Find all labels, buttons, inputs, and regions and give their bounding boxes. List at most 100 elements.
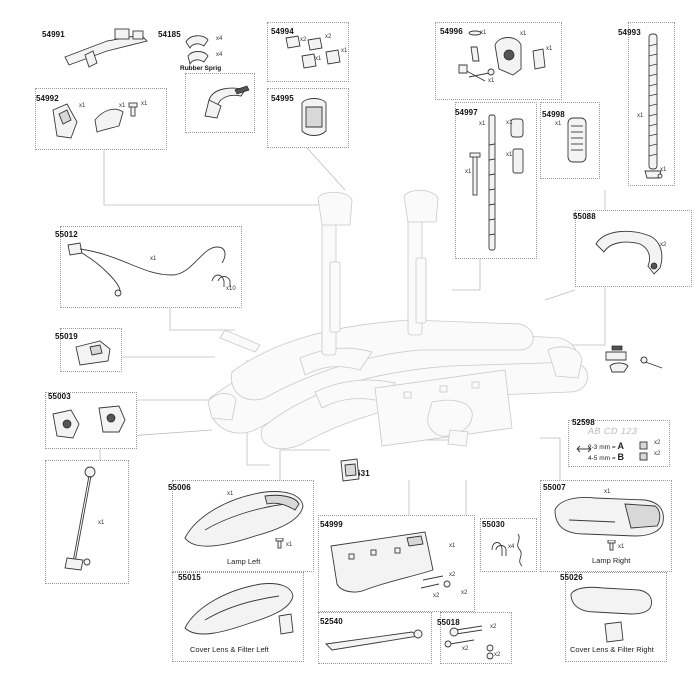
spacer-letter-b: B [617,452,624,462]
qty-55012-a: x1 [150,256,157,262]
grip-pad-icon [567,117,587,163]
part-box-55026 [565,572,667,662]
strap-cover-icon [301,98,327,136]
qty-54999-c: x2 [433,593,440,599]
bolt-set-icon [444,625,494,660]
qty-54994-b: x2 [325,34,332,40]
carrier-frame [207,189,589,449]
qty-54993-a: x1 [637,113,644,119]
qty-55088-a: x2 [660,242,667,248]
part-number-52540: 52540 [320,617,343,626]
spacer-line-b: 4-5 mm = B [588,452,624,462]
part-number-54991: 54991 [42,30,65,39]
frame-holder-icon [52,102,138,139]
part-number-55012: 55012 [55,230,78,239]
part-box-55018 [440,612,512,664]
part-number-54185: 54185 [158,30,181,39]
screw-icon [607,540,616,551]
part-number-54993: 54993 [618,28,641,37]
qty-54997-a: x1 [479,121,486,127]
part-number-55015: 55015 [178,573,201,582]
qty-54996-d: x1 [488,78,495,84]
part-number-54992: 54992 [36,94,59,103]
cover-lens-right-icon [570,586,652,643]
qty-54996-b: x1 [520,31,527,37]
lamp-right-icon [554,497,664,537]
qty-54185-b: x4 [216,52,223,58]
locking-rod-icon [64,466,96,571]
qty-rod-a: x1 [98,520,105,526]
part-number-55018: 55018 [437,618,460,627]
qty-55007-b: x1 [618,544,625,550]
part-box-55088 [575,210,692,287]
strap-ratchet-icon [204,85,250,119]
qty-54997-b: x1 [506,120,513,126]
part-box-55012 [60,226,242,308]
wiring-harness-icon [67,242,231,297]
spacer-line-a: 2-3 mm = A [588,441,624,451]
label-cover-lens-left: Cover Lens & Filter Left [190,645,269,654]
qty-54994-a: x2 [300,37,307,43]
qty-54997-c: x1 [506,152,513,158]
end-cap-icon [75,340,111,366]
plate-text-sample: AB CD 123 [587,426,639,436]
part-number-54998: 54998 [542,110,565,119]
lock-keys-small [605,345,663,373]
fuse-box-icon [340,458,360,482]
part-number-55007: 55007 [543,483,566,492]
clamp-rail-icon [64,28,148,68]
plate-holder-icon [330,531,451,593]
qty-55006-b: x1 [286,542,293,548]
spacer-letter-a: A [617,441,624,451]
qty-54999-b: x2 [449,572,456,578]
qty-54992-a: x1 [79,103,86,109]
part-number-55019: 55019 [55,332,78,341]
qty-54992-c: x1 [141,101,148,107]
part-number-54995: 54995 [271,94,294,103]
qty-55018-a: x2 [490,624,497,630]
qty-54999-a: x1 [449,543,456,549]
part-number-55006: 55006 [168,483,191,492]
label-rubber-spring: Rubber Sprig [180,65,222,72]
qty-52598-b: x2 [654,451,661,457]
qty-54997-d: x1 [465,169,472,175]
label-lamp-right: Lamp Right [592,556,631,565]
threaded-rod-icon [644,33,663,179]
qty-52598-a: x2 [654,440,661,446]
qty-54996-a: x1 [480,30,487,36]
qty-55012-b: x10 [226,286,236,292]
part-number-55003: 55003 [48,392,71,401]
qty-54998-a: x1 [555,121,562,127]
qty-54996-c: x1 [546,46,553,52]
lock-bar-icon [325,629,423,651]
qty-54185-a: x4 [216,36,223,42]
rubber-spring-icon [185,35,209,66]
qty-54994-c: x1 [315,56,322,62]
label-cover-lens-right: Cover Lens & Filter Right [570,645,654,654]
thickness-arrow-icon [576,445,592,453]
spacer-line-a-text: 2-3 mm = [588,444,618,451]
cover-lens-left-icon [184,583,294,635]
spacer-icon [639,441,648,461]
lock-cylinder-keys-icon [458,30,546,82]
qty-55030-a: x4 [508,544,515,550]
qty-54999-d: x2 [461,590,468,596]
part-box-52598 [568,420,670,467]
qty-54992-b: x1 [119,103,126,109]
qty-55006-a: x1 [227,491,234,497]
part-number-54997: 54997 [455,108,478,117]
qty-55007-a: x1 [604,489,611,495]
part-number-54999: 54999 [320,520,343,529]
part-number-54994: 54994 [271,27,294,36]
part-number-55030: 55030 [482,520,505,529]
lamp-left-icon [184,491,304,547]
qty-54994-d: x1 [341,48,348,54]
screw-icon [275,538,284,549]
spacer-line-b-text: 4-5 mm = [588,455,618,462]
part-number-54996: 54996 [440,27,463,36]
arm-rod-set-icon [469,114,524,251]
label-lamp-left: Lamp Left [227,557,261,566]
rubber-pads-icon [285,35,341,69]
qty-55018-c: x2 [494,652,501,658]
